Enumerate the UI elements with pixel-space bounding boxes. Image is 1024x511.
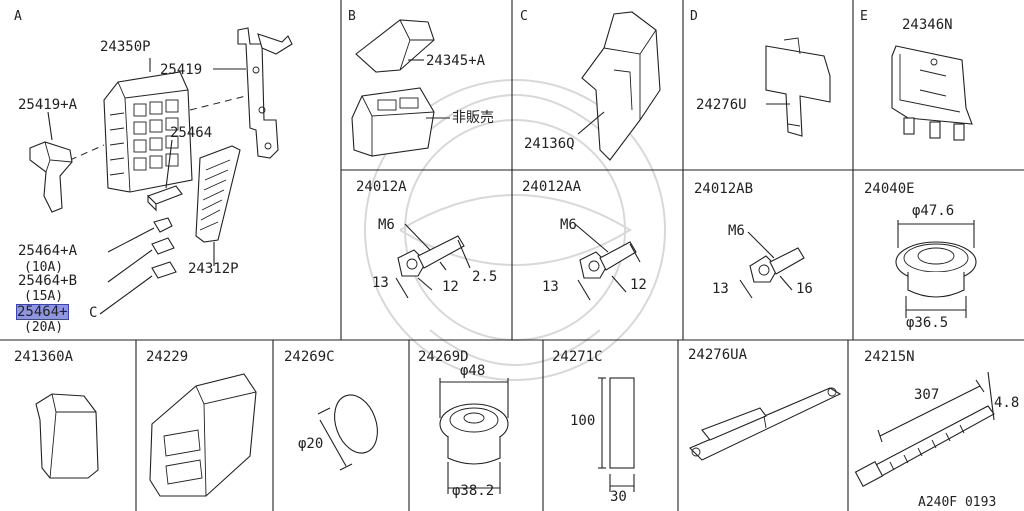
part-label-25464C-suffix[interactable]: C [89, 305, 98, 321]
dim-m6-24012AB: M6 [728, 223, 745, 239]
dim-phi-48: φ48 [460, 363, 486, 379]
part-label-24040E[interactable]: 24040E [864, 181, 915, 197]
dim-16-24012AB: 16 [796, 281, 813, 297]
dim-phi-38-2: φ38.2 [452, 483, 495, 499]
section-letter-c: C [520, 9, 528, 24]
part-label-not-for-sale: 非販売 [452, 110, 494, 126]
pad-24271C-drawing [598, 377, 635, 492]
dim-m6-24012A: M6 [378, 217, 395, 233]
plug-24269C-drawing [317, 394, 378, 471]
cable-tie-24215N-drawing [854, 371, 995, 487]
bracket-24136Q-drawing [577, 11, 661, 161]
part-label-24312P[interactable]: 24312P [188, 261, 239, 277]
part-label-24215N[interactable]: 24215N [864, 349, 915, 365]
part-label-25464C-highlighted[interactable]: 25464+ [16, 304, 69, 320]
part-label-25419A[interactable]: 25419+A [18, 97, 78, 113]
dim-12-24012A: 12 [442, 279, 459, 295]
dim-13-24012AB: 13 [712, 281, 729, 297]
dim-phi-36-5: φ36.5 [906, 315, 949, 331]
part-label-24276UA[interactable]: 24276UA [688, 347, 748, 363]
dim-307: 307 [914, 387, 940, 403]
part-label-24136Q[interactable]: 24136Q [524, 136, 575, 152]
part-label-25464A[interactable]: 25464+A [18, 243, 78, 259]
dim-13-24012A: 13 [372, 275, 389, 291]
bolt-24012AB-drawing [739, 231, 805, 299]
fuse-25464-drawing [146, 139, 183, 212]
fuse-puller-24312P-drawing [195, 145, 241, 266]
fuse-block-24350P-drawing [103, 58, 193, 193]
block-hihanbai-drawing [351, 87, 450, 157]
bracket-24276UA-drawing [689, 387, 842, 461]
block-24229-drawing [149, 373, 257, 497]
cover-24345A-drawing [355, 19, 435, 73]
part-label-24345A[interactable]: 24345+A [426, 53, 486, 69]
part-label-24229[interactable]: 24229 [146, 349, 189, 365]
part-label-24350P[interactable]: 24350P [100, 39, 151, 55]
fuse-25464B-drawing [107, 237, 175, 283]
section-letter-e: E [860, 9, 868, 24]
part-label-24269D[interactable]: 24269D [418, 349, 469, 365]
dim-30: 30 [610, 489, 627, 505]
part-label-24012AA[interactable]: 24012AA [522, 179, 582, 195]
part-label-24012A[interactable]: 24012A [356, 179, 407, 195]
fuse-rating-15a: (15A) [24, 289, 64, 304]
part-label-24012AB[interactable]: 24012AB [694, 181, 754, 197]
dim-4-8: 4.8 [994, 395, 1020, 411]
dim-phi-47-6: φ47.6 [912, 203, 955, 219]
part-label-25464B[interactable]: 25464+B [18, 273, 78, 289]
bracket-24276U-drawing [765, 37, 831, 137]
part-label-25464[interactable]: 25464 [170, 125, 213, 141]
section-letter-a: A [14, 9, 22, 24]
fuse-25464C-drawing [99, 261, 177, 315]
grommet-24040E-drawing [895, 220, 977, 318]
section-letter-b: B [348, 9, 356, 24]
dim-12-24012AA: 12 [630, 277, 647, 293]
bolt-24012A-drawing [395, 223, 471, 299]
dim-m6-24012AA: M6 [560, 217, 577, 233]
dim-phi-20: φ20 [298, 436, 324, 452]
fuse-25464A-drawing [107, 217, 173, 253]
dim-2-5-24012A: 2.5 [472, 269, 498, 285]
grommet-24269D-drawing [439, 378, 509, 494]
dim-13-24012AA: 13 [542, 279, 559, 295]
diagram-reference-code: A240F 0193 [918, 495, 997, 510]
bracket-24346N-drawing [891, 45, 973, 141]
part-label-25419[interactable]: 25419 [160, 62, 203, 78]
fuse-rating-10a: (10A) [24, 260, 64, 275]
bracket-25419A-drawing [29, 111, 73, 213]
part-label-24269C[interactable]: 24269C [284, 349, 335, 365]
section-letter-d: D [690, 9, 698, 24]
part-label-241360A[interactable]: 241360A [14, 349, 74, 365]
bracket-25419-drawing [69, 27, 293, 161]
part-label-24271C[interactable]: 24271C [552, 349, 603, 365]
bolt-24012AA-drawing [574, 223, 641, 301]
part-label-24276U[interactable]: 24276U [696, 97, 747, 113]
cover-241360A-drawing [35, 393, 99, 479]
dim-100: 100 [570, 413, 596, 429]
fuse-rating-20a: (20A) [24, 320, 64, 335]
part-label-24346N[interactable]: 24346N [902, 17, 953, 33]
